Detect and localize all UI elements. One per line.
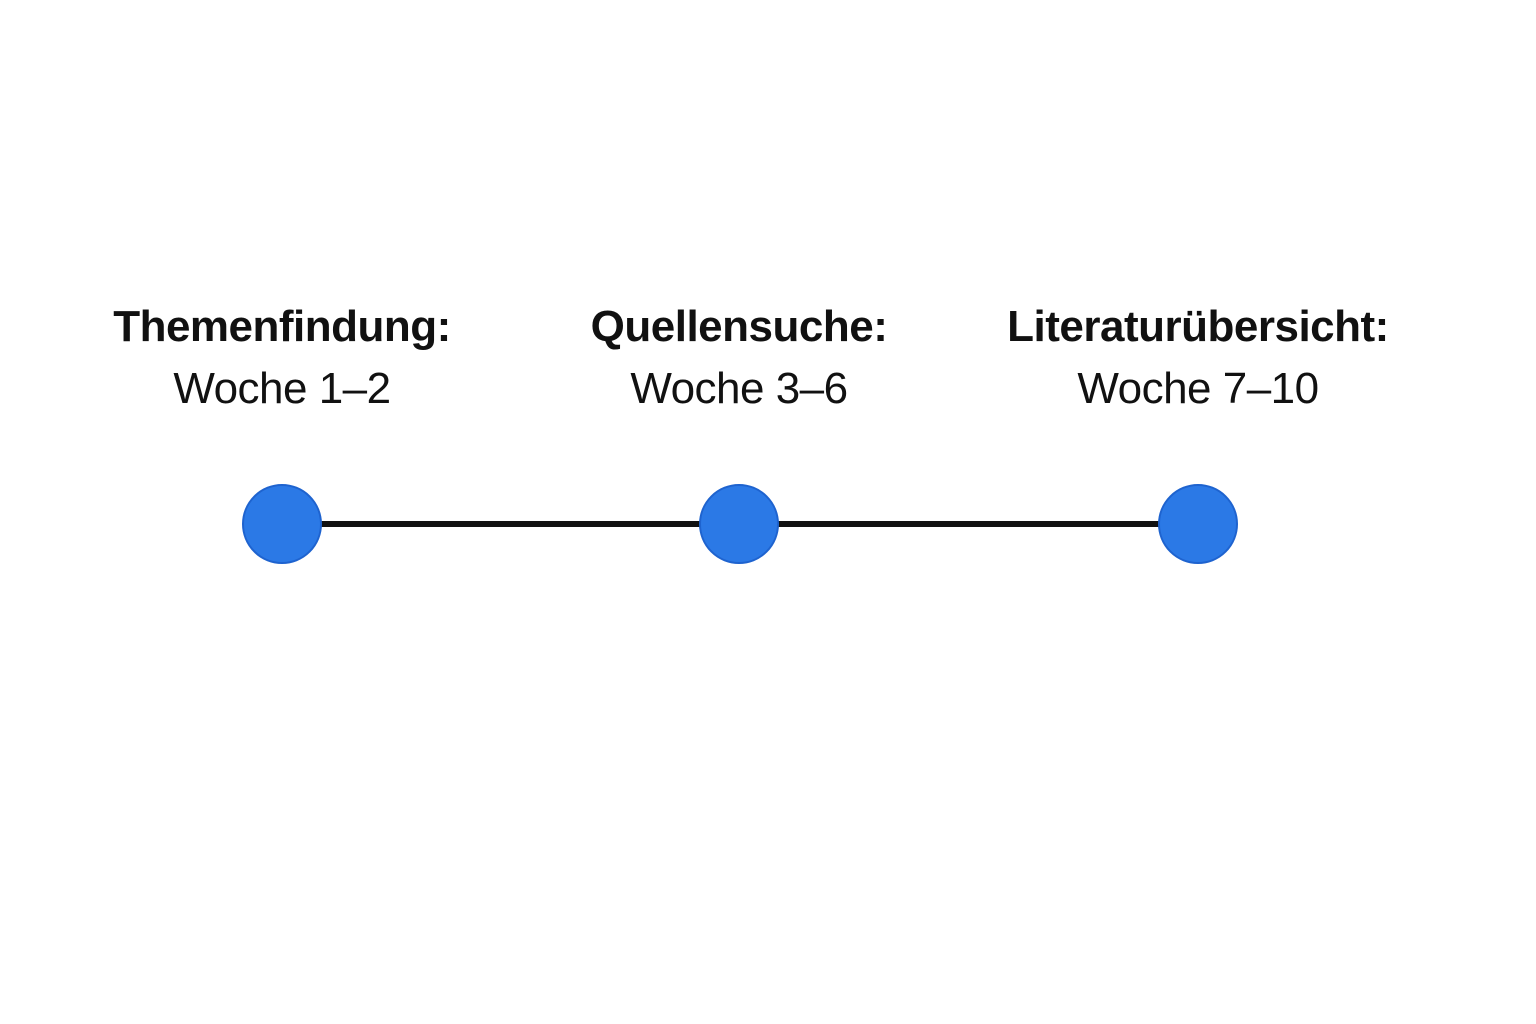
- milestone-subtitle: Woche 3–6: [630, 364, 848, 413]
- milestone-subtitle: Woche 7–10: [1077, 364, 1319, 413]
- timeline-node-quellensuche: [699, 484, 779, 564]
- milestone-label-literaturuebersicht: Literaturübersicht: Woche 7–10: [938, 296, 1458, 420]
- milestone-subtitle: Woche 1–2: [173, 364, 391, 413]
- milestone-title: Literaturübersicht:: [1007, 302, 1389, 351]
- milestone-label-quellensuche: Quellensuche: Woche 3–6: [479, 296, 999, 420]
- timeline-node-literaturuebersicht: [1158, 484, 1238, 564]
- milestone-label-themenfindung: Themenfindung: Woche 1–2: [22, 296, 542, 420]
- milestone-title: Quellensuche:: [590, 302, 888, 351]
- milestone-title: Themenfindung:: [113, 302, 451, 351]
- timeline-node-themenfindung: [242, 484, 322, 564]
